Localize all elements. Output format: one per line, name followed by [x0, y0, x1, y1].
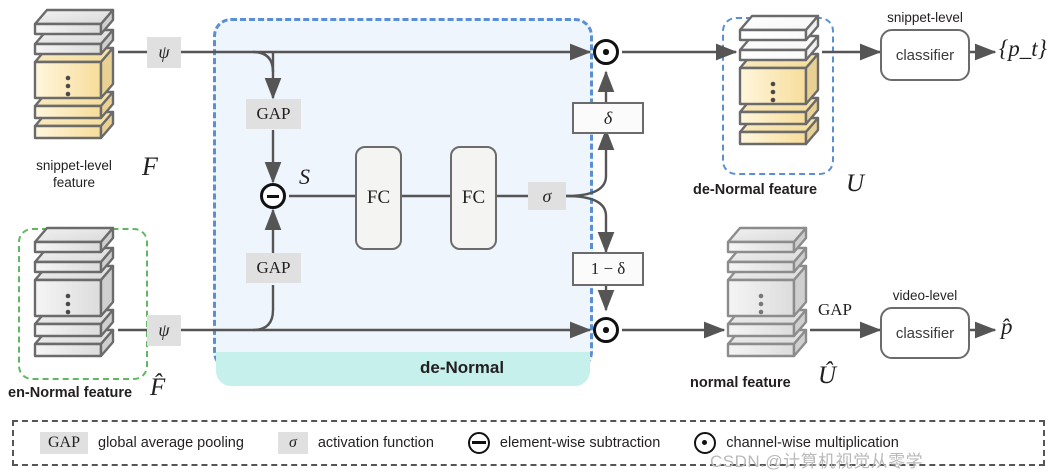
legend-text-sigma: activation function	[317, 435, 434, 451]
normal-feature-stack	[726, 226, 808, 358]
en-normal-feature-symbol: F̂	[150, 374, 166, 401]
circle-dot-icon	[694, 432, 717, 454]
gap-label-top: GAP	[256, 104, 291, 123]
legend-item-subtraction: element-wise subtraction	[467, 432, 661, 454]
snippet-level-classifier[interactable]: classifier	[880, 29, 970, 81]
gap-label-bottom: GAP	[256, 258, 291, 277]
one-minus-delta-label: 1 − δ	[590, 259, 626, 278]
fc2-label: FC	[461, 187, 486, 208]
snippet-level-feature-stack	[33, 8, 115, 140]
element-wise-subtraction-icon	[260, 183, 286, 209]
delta-label: δ	[603, 107, 613, 128]
s-label: S	[299, 164, 310, 189]
snippet-classifier-label: classifier	[895, 46, 955, 64]
video-level-classifier[interactable]: classifier	[880, 307, 970, 359]
legend-item-multiplication: channel-wise multiplication	[694, 432, 899, 454]
sigma-badge-icon: σ	[277, 432, 308, 454]
delta-box: δ	[572, 102, 644, 134]
channel-wise-multiplication-icon-top	[593, 39, 619, 65]
snippet-feature-caption-line2: feature	[52, 175, 96, 190]
legend-text-subtraction: element-wise subtraction	[499, 435, 661, 451]
channel-wise-multiplication-icon-bottom	[593, 317, 619, 343]
de-normal-feature-stack	[738, 14, 820, 146]
psi-box-top: ψ	[147, 37, 181, 68]
gap-label-video: GAP	[818, 300, 853, 319]
video-classifier-label: classifier	[895, 324, 955, 342]
psi-label-top: ψ	[158, 42, 170, 62]
legend: GAP global average pooling σ activation …	[12, 420, 1045, 466]
en-normal-feature-caption: en-Normal feature	[8, 385, 133, 401]
legend-text-multiplication: channel-wise multiplication	[726, 435, 899, 451]
normal-feature-caption: normal feature	[690, 375, 791, 391]
normal-feature-symbol: Û	[818, 362, 837, 389]
circle-minus-icon	[467, 432, 490, 454]
psi-label-bottom: ψ	[158, 320, 170, 340]
snippet-feature-symbol: F	[142, 152, 158, 181]
fc1-label: FC	[366, 187, 391, 208]
en-normal-feature-stack	[33, 226, 115, 358]
fc-box-2: FC	[450, 146, 497, 250]
legend-item-gap: GAP global average pooling	[40, 432, 244, 454]
legend-item-sigma: σ activation function	[277, 432, 434, 454]
video-level-output: p̂	[1001, 314, 1013, 339]
gap-box-bottom: GAP	[246, 253, 301, 283]
de-normal-feature-caption: de-Normal feature	[693, 182, 818, 198]
de-normal-title: de-Normal	[420, 358, 505, 377]
psi-box-bottom: ψ	[147, 315, 181, 346]
snippet-classifier-caption: snippet-level	[887, 10, 963, 25]
snippet-level-output: {p_t}	[999, 36, 1047, 61]
snippet-feature-caption-line1: snippet-level	[36, 158, 112, 173]
video-classifier-caption: video-level	[892, 288, 958, 303]
de-normal-feature-symbol: U	[846, 170, 865, 197]
sigma-label: σ	[542, 185, 552, 206]
de-normal-title-band	[216, 352, 590, 386]
sigma-box: σ	[528, 182, 566, 210]
one-minus-delta-box: 1 − δ	[572, 252, 644, 286]
gap-badge-icon: GAP	[40, 432, 89, 454]
watermark: CSDN.@计算机视觉从零学	[710, 452, 924, 471]
legend-text-gap: global average pooling	[98, 435, 244, 451]
fc-box-1: FC	[355, 146, 402, 250]
gap-box-top: GAP	[246, 99, 301, 129]
